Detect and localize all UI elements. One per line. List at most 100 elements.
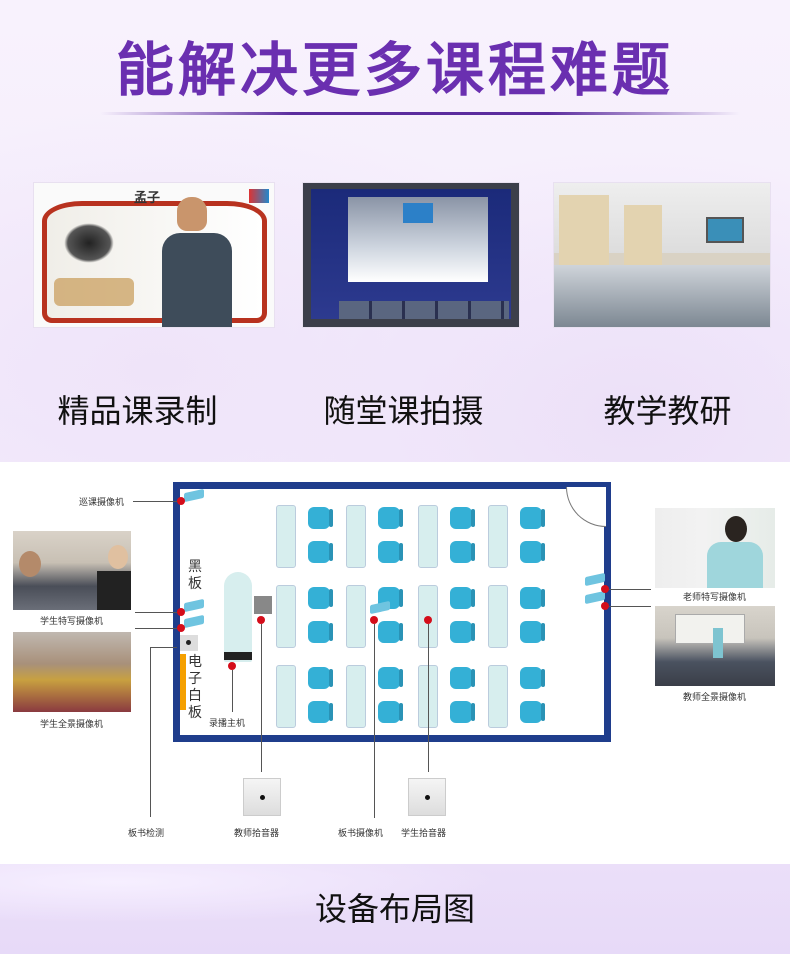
chair-icon bbox=[450, 587, 475, 609]
desk bbox=[276, 665, 296, 728]
chair-icon bbox=[308, 541, 333, 563]
label-student-mic: 学生拾音器 bbox=[401, 829, 447, 839]
desk bbox=[276, 505, 296, 568]
marker-dot bbox=[370, 616, 378, 624]
student-closeup-photo bbox=[13, 531, 131, 610]
marker-dot bbox=[177, 497, 185, 505]
marker-dot bbox=[601, 602, 609, 610]
desk bbox=[488, 505, 508, 568]
recording-host-panel bbox=[224, 652, 252, 660]
leader-line bbox=[374, 624, 375, 818]
slide-heading: 孟子 bbox=[134, 191, 161, 206]
title-underline bbox=[100, 112, 740, 115]
chair-icon bbox=[450, 667, 475, 689]
desk bbox=[346, 585, 366, 648]
classroom-floorplan: 黑板 电子白板 bbox=[173, 482, 611, 742]
marker-dot bbox=[601, 585, 609, 593]
recording-host-icon bbox=[224, 572, 252, 662]
curtain-mid bbox=[624, 205, 662, 265]
student-panorama-camera-icon bbox=[184, 614, 204, 629]
leader-line bbox=[428, 624, 429, 772]
feature-image-research bbox=[553, 182, 771, 328]
chair-icon bbox=[378, 507, 403, 529]
student-panorama-photo bbox=[13, 632, 131, 712]
marker-dot bbox=[257, 616, 265, 624]
leader-line bbox=[261, 624, 262, 772]
door-icon bbox=[566, 487, 606, 527]
brand-logo bbox=[249, 189, 269, 203]
chair-icon bbox=[520, 507, 545, 529]
label-board-camera: 板书摄像机 bbox=[338, 829, 384, 839]
chair-icon bbox=[450, 621, 475, 643]
teacher-closeup-photo bbox=[655, 508, 775, 588]
label-student-closeup-camera: 学生特写摄像机 bbox=[40, 617, 104, 627]
feature-image-classroom-capture bbox=[302, 182, 520, 328]
chair-icon bbox=[450, 507, 475, 529]
label-student-panorama-camera: 学生全景摄像机 bbox=[40, 720, 104, 730]
presenter-body bbox=[162, 233, 232, 327]
presenter-head bbox=[177, 197, 207, 231]
chair-icon bbox=[450, 541, 475, 563]
leader-line bbox=[133, 501, 177, 502]
chair-icon bbox=[450, 701, 475, 723]
page-title: 能解决更多课程难题 bbox=[115, 36, 674, 104]
desk bbox=[346, 505, 366, 568]
footer-title: 设备布局图 bbox=[314, 890, 475, 928]
board-camera-icon bbox=[370, 600, 390, 615]
chair-icon bbox=[308, 587, 333, 609]
footer-section: 设备布局图 bbox=[0, 864, 790, 954]
feature-image-recording: 孟子 bbox=[33, 182, 275, 328]
thumbnail-strip bbox=[339, 301, 509, 319]
teacher-mic-icon bbox=[243, 778, 281, 816]
chair-icon bbox=[378, 621, 403, 643]
marker-dot bbox=[177, 608, 185, 616]
blackboard-label: 黑板 bbox=[188, 559, 202, 592]
whiteboard-strip bbox=[180, 654, 186, 710]
curtain-left bbox=[559, 195, 609, 265]
board-detector-icon bbox=[180, 635, 198, 651]
leader-line bbox=[135, 612, 177, 613]
student-closeup-camera-icon bbox=[184, 598, 204, 613]
leader-line bbox=[609, 589, 651, 590]
teacher-panorama-photo bbox=[655, 606, 775, 686]
calligraphy bbox=[64, 223, 114, 263]
leader-line bbox=[150, 647, 151, 817]
leader-line bbox=[232, 670, 233, 712]
chair-icon bbox=[520, 621, 545, 643]
label-teacher-mic: 教师拾音器 bbox=[234, 829, 280, 839]
label-board-detection: 板书检测 bbox=[128, 829, 165, 839]
label-teacher-panorama-camera: 教师全景摄像机 bbox=[683, 693, 747, 703]
chair-icon bbox=[378, 541, 403, 563]
classroom-screen bbox=[403, 203, 433, 223]
desk bbox=[488, 665, 508, 728]
chair-icon bbox=[520, 541, 545, 563]
marker-dot bbox=[228, 662, 236, 670]
chair-icon bbox=[378, 701, 403, 723]
projector-screen bbox=[706, 217, 744, 243]
feature-label-recording: 精品课录制 bbox=[57, 392, 218, 430]
desk bbox=[488, 585, 508, 648]
whiteboard-label: 电子白板 bbox=[188, 654, 202, 721]
desk bbox=[276, 585, 296, 648]
chair-icon bbox=[520, 667, 545, 689]
leader-line bbox=[135, 628, 177, 629]
meeting-table bbox=[554, 265, 770, 327]
chair-icon bbox=[520, 701, 545, 723]
leader-line bbox=[609, 606, 651, 607]
chair-icon bbox=[308, 701, 333, 723]
chair-icon bbox=[308, 621, 333, 643]
chair-icon bbox=[520, 587, 545, 609]
label-patrol-camera: 巡课摄像机 bbox=[79, 498, 125, 508]
teacher-closeup-camera-icon bbox=[585, 572, 605, 587]
chair-icon bbox=[308, 667, 333, 689]
chair-icon bbox=[308, 507, 333, 529]
feature-label-capture: 随堂课拍摄 bbox=[323, 392, 484, 430]
feature-label-research: 教学教研 bbox=[603, 392, 732, 430]
desk bbox=[418, 505, 438, 568]
patrol-camera-icon bbox=[184, 488, 204, 503]
label-recording-host: 录播主机 bbox=[209, 719, 246, 729]
marker-dot bbox=[424, 616, 432, 624]
label-teacher-closeup-camera: 老师特写摄像机 bbox=[683, 593, 747, 603]
desk bbox=[346, 665, 366, 728]
chariot-art bbox=[54, 278, 134, 306]
